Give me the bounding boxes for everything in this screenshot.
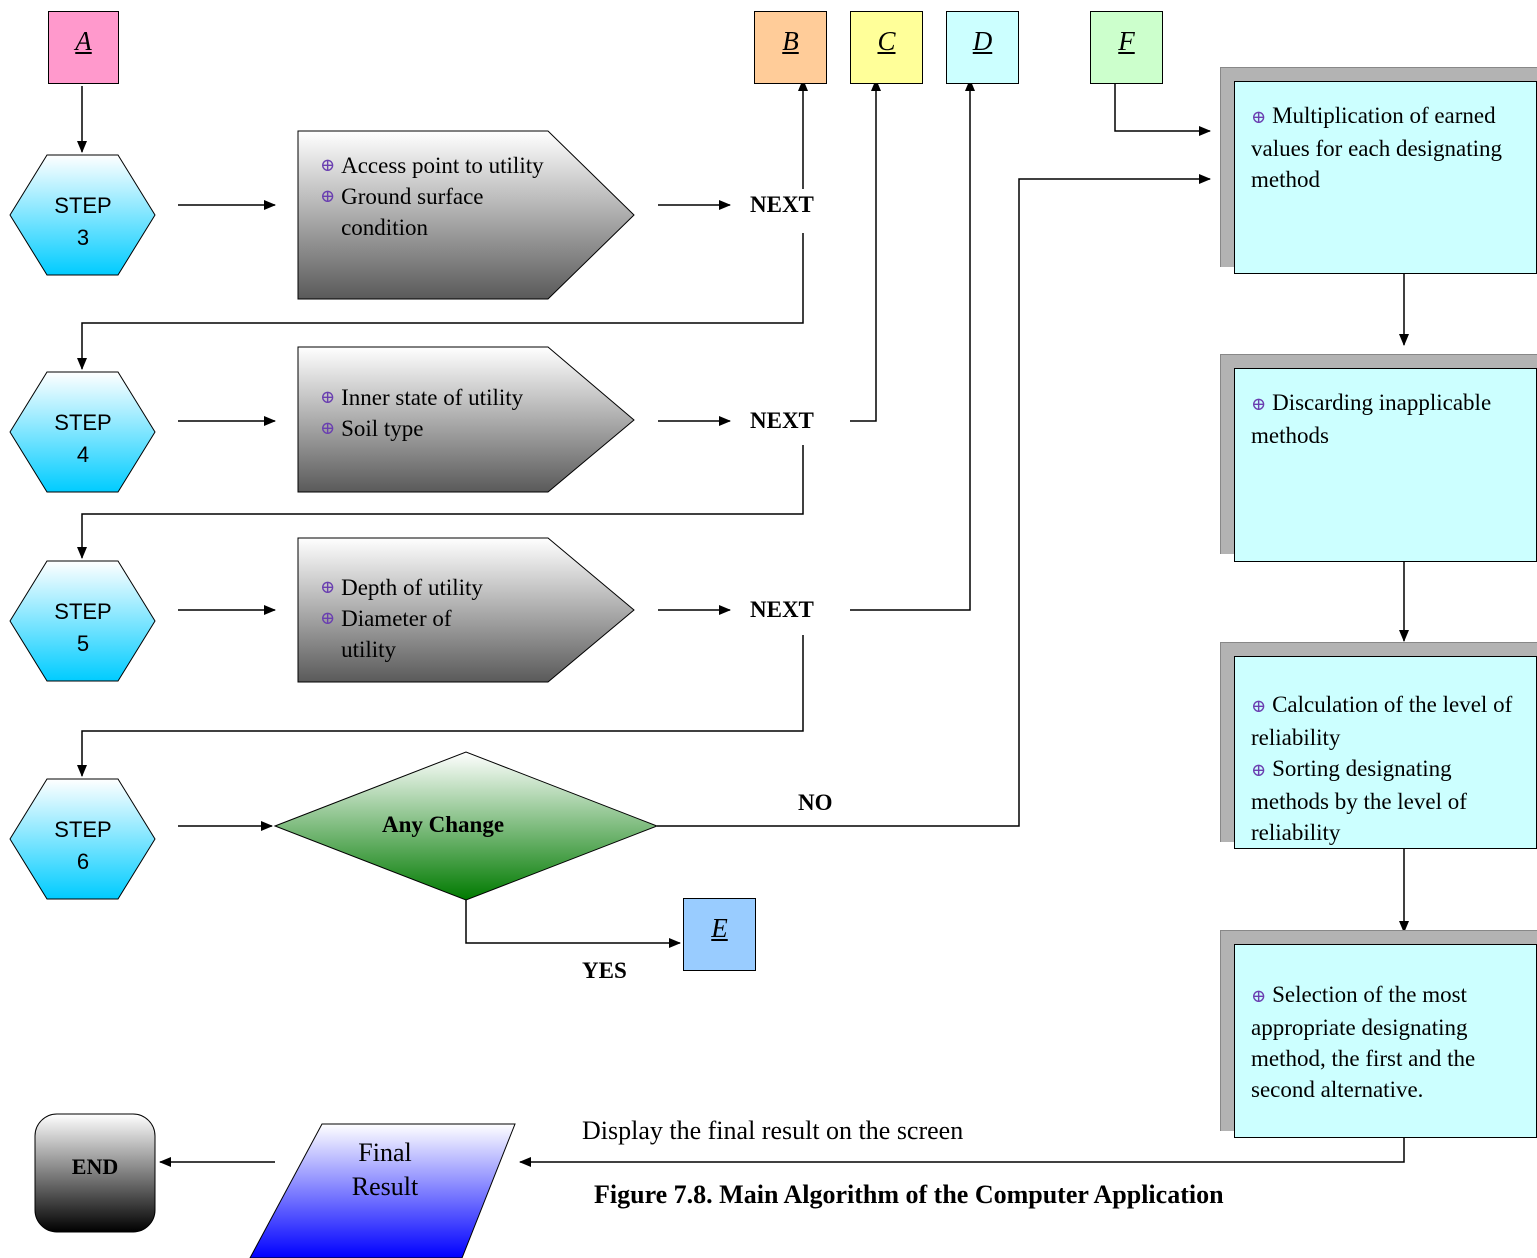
step-3-number: 3	[76, 225, 90, 250]
target-crosshair-icon: ⊕	[1251, 107, 1267, 127]
step-4-hexagon	[9, 371, 156, 493]
step-5-label: STEP 5	[10, 596, 156, 660]
step-4-label: STEP 4	[10, 407, 156, 471]
input-item: ⊕Soil type	[320, 413, 580, 444]
connector-d: D	[946, 11, 1019, 84]
process-discarding: ⊕Discarding inapplicable methods	[1234, 368, 1537, 562]
connector-a: A	[48, 11, 119, 84]
next-label-step-4: NEXT	[750, 408, 814, 433]
final-result-text: Final Result	[310, 1136, 460, 1204]
decision-yes-label: YES	[582, 958, 627, 983]
input-box-step-3	[297, 130, 635, 300]
input-step-5-text: ⊕Depth of utility ⊕Diameter of utility	[320, 572, 540, 665]
figure-caption: Figure 7.8. Main Algorithm of the Comput…	[594, 1180, 1224, 1209]
end-terminator	[34, 1113, 156, 1233]
end-label: END	[71, 1154, 119, 1179]
target-crosshair-icon: ⊕	[320, 577, 336, 597]
target-crosshair-icon: ⊕	[320, 186, 336, 206]
next-label-step-5: NEXT	[750, 597, 814, 622]
connector-c: C	[850, 11, 923, 84]
step-5-word: STEP	[54, 599, 112, 624]
process-item: ⊕Calculation of the level of reliability	[1251, 692, 1513, 750]
connector-e: E	[683, 898, 756, 971]
step-4-word: STEP	[54, 410, 112, 435]
final-result-line-1: Final	[358, 1138, 412, 1167]
connector-f: F	[1090, 11, 1163, 84]
process-reliability: ⊕Calculation of the level of reliability…	[1234, 656, 1537, 849]
target-crosshair-icon: ⊕	[1251, 696, 1267, 716]
input-step-4-text: ⊕Inner state of utility ⊕Soil type	[320, 382, 580, 444]
input-item: ⊕Access point to utility	[320, 150, 560, 181]
step-6-hexagon	[9, 778, 156, 900]
input-step-3-text: ⊕Access point to utility ⊕Ground surface…	[320, 150, 560, 243]
final-result-line-2: Result	[351, 1172, 419, 1201]
target-crosshair-icon: ⊕	[320, 608, 336, 628]
next-label-step-3: NEXT	[750, 192, 814, 217]
input-box-step-4	[297, 346, 635, 493]
step-4-number: 4	[76, 442, 90, 467]
step-5-number: 5	[76, 631, 90, 656]
input-box-step-5	[297, 537, 635, 683]
final-result-parallelogram	[249, 1123, 516, 1258]
step-6-word: STEP	[54, 817, 112, 842]
input-item: ⊕Ground surface condition	[320, 181, 560, 243]
decision-label: Any Change	[382, 812, 505, 837]
step-3-hexagon	[9, 154, 156, 276]
input-item: ⊕Depth of utility	[320, 572, 540, 603]
input-item: ⊕Diameter of utility	[320, 603, 540, 665]
input-item: ⊕Inner state of utility	[320, 382, 580, 413]
step-6-number: 6	[76, 849, 90, 874]
step-3-label: STEP 3	[10, 190, 156, 254]
step-6-label: STEP 6	[10, 814, 156, 878]
connector-lines	[77, 79, 1409, 1167]
step-5-hexagon	[9, 560, 156, 682]
process-multiplication: ⊕Multiplication of earned values for eac…	[1234, 81, 1537, 274]
target-crosshair-icon: ⊕	[320, 387, 336, 407]
target-crosshair-icon: ⊕	[1251, 760, 1267, 780]
process-selection: ⊕Selection of the most appropriate desig…	[1234, 944, 1537, 1138]
connector-b: B	[754, 11, 827, 84]
decision-no-label: NO	[798, 790, 833, 815]
display-result-text: Display the final result on the screen	[582, 1116, 964, 1145]
target-crosshair-icon: ⊕	[1251, 394, 1267, 414]
target-crosshair-icon: ⊕	[320, 418, 336, 438]
target-crosshair-icon: ⊕	[1251, 986, 1267, 1006]
target-crosshair-icon: ⊕	[320, 155, 336, 175]
process-item: ⊕Sorting designating methods by the leve…	[1251, 756, 1467, 845]
step-3-word: STEP	[54, 193, 112, 218]
